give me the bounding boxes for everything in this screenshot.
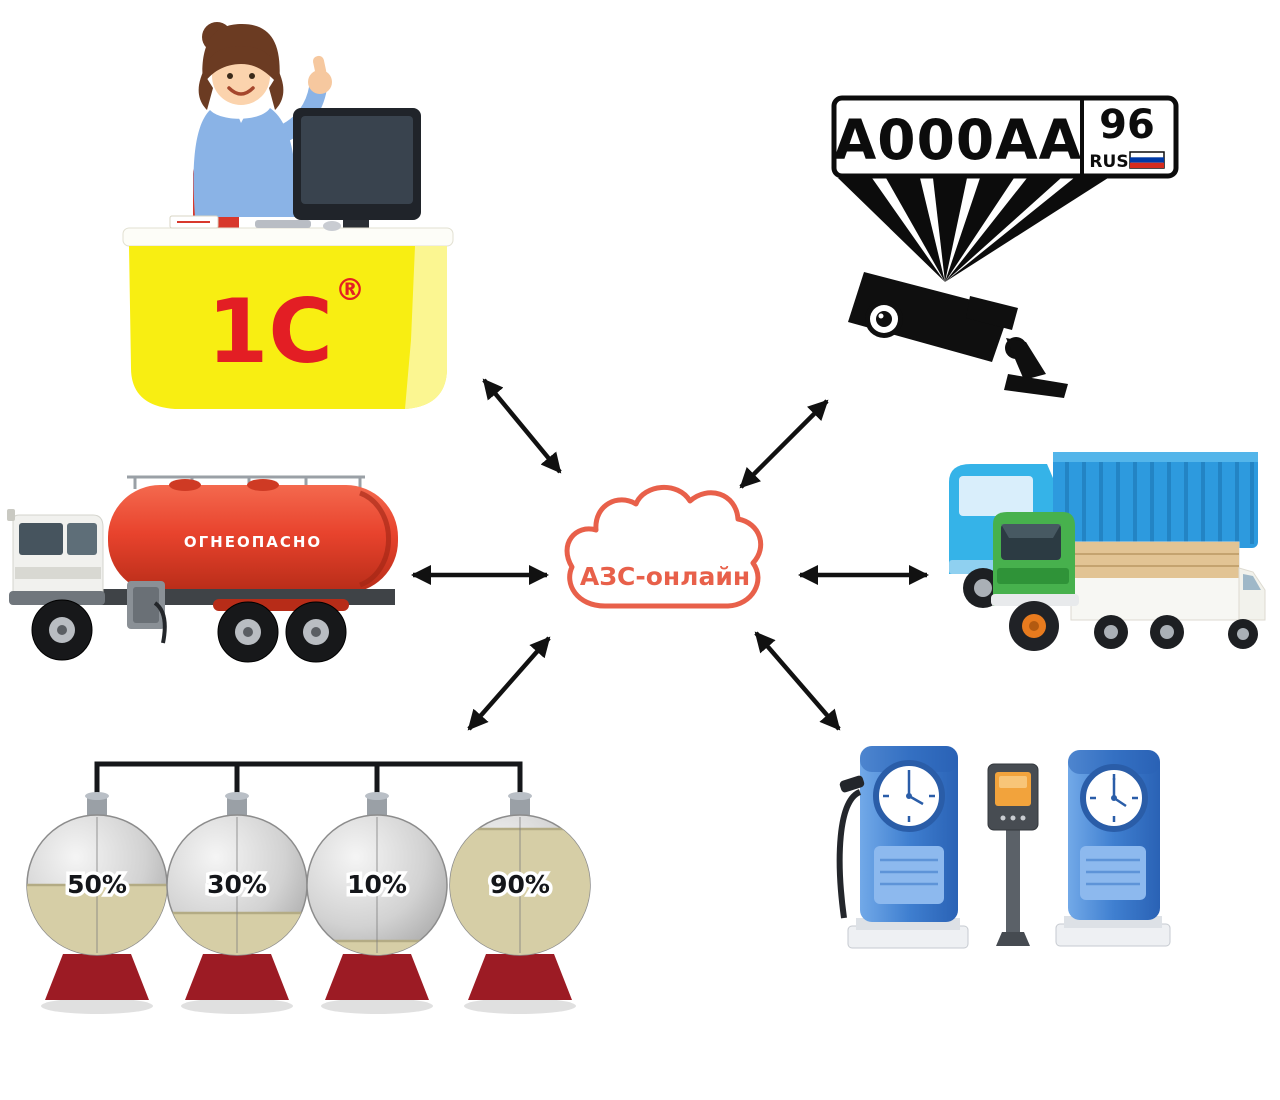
logo-1c: 1С ® xyxy=(207,273,365,383)
tanker-cab-icon xyxy=(7,509,105,605)
arrow-lines xyxy=(410,378,930,731)
storage-tank-2: 30% xyxy=(166,792,308,1014)
plate-country-text: RUS xyxy=(1089,152,1128,172)
fuel-hose-icon xyxy=(836,789,862,919)
tank-level-label: 30% xyxy=(207,870,267,899)
node-dispensers xyxy=(828,730,1173,968)
fuel-dispensers-icon xyxy=(836,746,1171,949)
trucks-icon xyxy=(949,452,1266,651)
node-camera-plate: А000АА 96 RUS xyxy=(820,90,1190,400)
desk-front-panel xyxy=(129,246,447,409)
tank-level-label: 50% xyxy=(67,870,127,899)
node-storage-tanks: 50% 30% xyxy=(20,748,620,1020)
payment-terminal-icon xyxy=(987,763,1039,946)
cloud-shape xyxy=(564,484,764,609)
pump-cabinet-icon xyxy=(127,581,167,644)
cloud-azs-online: АЗС-онлайн xyxy=(553,478,777,638)
license-plate: А000АА 96 RUS xyxy=(831,95,1179,179)
plate-number-text: А000АА xyxy=(834,108,1083,172)
white-truck-icon xyxy=(1070,541,1266,649)
desk-icon xyxy=(122,215,454,409)
russian-flag-icon xyxy=(1129,151,1165,169)
tanker-warning-text: ОГНЕОПАСНО xyxy=(184,533,322,551)
camera-plate-illustration: А000АА 96 RUS xyxy=(831,95,1179,398)
arrow-to-operator xyxy=(482,378,562,474)
logo-registered-mark: ® xyxy=(335,273,365,308)
arrow-to-dispensers xyxy=(754,631,841,731)
green-truck-icon xyxy=(991,512,1079,651)
scan-rays-icon xyxy=(838,178,1108,282)
logo-1c-text: 1С xyxy=(207,280,333,383)
tanker-wheels xyxy=(31,599,347,663)
arrow-to-tanks xyxy=(467,636,551,731)
operator-illustration: 1С ® xyxy=(122,22,454,409)
cloud-label: АЗС-онлайн xyxy=(580,562,750,591)
computer-monitor-icon xyxy=(293,108,421,251)
storage-tank-3: 10% xyxy=(306,792,448,1014)
cctv-camera-icon xyxy=(848,272,1068,398)
tank-level-label: 10% xyxy=(347,870,407,899)
fuel-pump-right-icon xyxy=(1055,750,1171,947)
tank-level-label: 90% xyxy=(490,870,550,899)
tanker-tank: ОГНЕОПАСНО xyxy=(108,479,398,593)
storage-tank-1: 50% xyxy=(26,792,168,1014)
node-fuel-tanker: ОГНЕОПАСНО xyxy=(5,463,405,670)
fuel-pump-left-icon xyxy=(836,746,969,949)
arrow-to-camera xyxy=(739,399,829,489)
storage-tank-4: 90% xyxy=(449,792,591,1014)
node-operator-1c: 1С ® xyxy=(115,10,460,415)
tank-pipe xyxy=(94,761,523,806)
node-trucks xyxy=(935,438,1270,670)
fuel-tanker-icon: ОГНЕОПАСНО xyxy=(7,475,398,663)
storage-tanks-icon: 50% 30% xyxy=(26,761,591,1014)
plate-region-text: 96 xyxy=(1099,102,1155,148)
cloud-icon: АЗС-онлайн xyxy=(564,484,764,609)
